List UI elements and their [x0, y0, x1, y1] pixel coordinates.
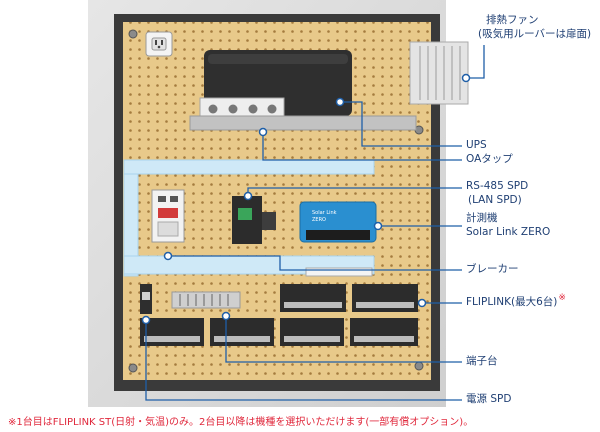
cable-duct [123, 159, 375, 277]
solar-link-model-text: ZERO [312, 217, 326, 223]
terminal-block-small [171, 291, 241, 309]
solar-link-zero-device: Solar Link ZERO [299, 201, 377, 243]
label-fliplink-text: FLIPLINK(最大6台) [466, 296, 558, 308]
din-rail-top [189, 115, 417, 131]
label-fan-line1: 排熱ファン [486, 14, 539, 26]
label-rs485-line1: RS-485 SPD [466, 180, 529, 192]
fliplink-modules [140, 284, 418, 346]
label-fliplink: FLIPLINK(最大6台)※ [466, 293, 566, 310]
oa-tap-strip [199, 97, 285, 121]
label-fliplink-note-mark: ※ [558, 293, 566, 303]
label-meter-line1: 計測機 [466, 212, 498, 224]
label-power-spd: 電源 SPD [466, 393, 512, 405]
label-meter-line2: Solar Link ZERO [466, 226, 551, 238]
label-breaker: ブレーカー [466, 263, 519, 275]
label-oa-tap: OAタップ [466, 153, 513, 165]
footnote: ※1台目はFLIPLINK ST(日射・気温)のみ。2台目以降は機種を選択いただ… [8, 417, 474, 428]
leader-lines [145, 45, 485, 401]
power-outlet [145, 31, 173, 57]
label-ups: UPS [466, 139, 487, 151]
label-terminal: 端子台 [466, 355, 498, 367]
breaker-unit [151, 189, 185, 243]
label-rs485-line2: (LAN SPD) [468, 194, 522, 206]
name-plate [305, 267, 373, 277]
power-spd-unit [140, 284, 152, 314]
leader-dots [141, 73, 471, 325]
rs485-spd-unit [232, 196, 276, 244]
solar-link-brand-text: Solar Link [312, 210, 337, 216]
exhaust-fan [409, 41, 469, 105]
label-fan-line2: (吸気用ルーバーは扉面) [478, 28, 592, 40]
